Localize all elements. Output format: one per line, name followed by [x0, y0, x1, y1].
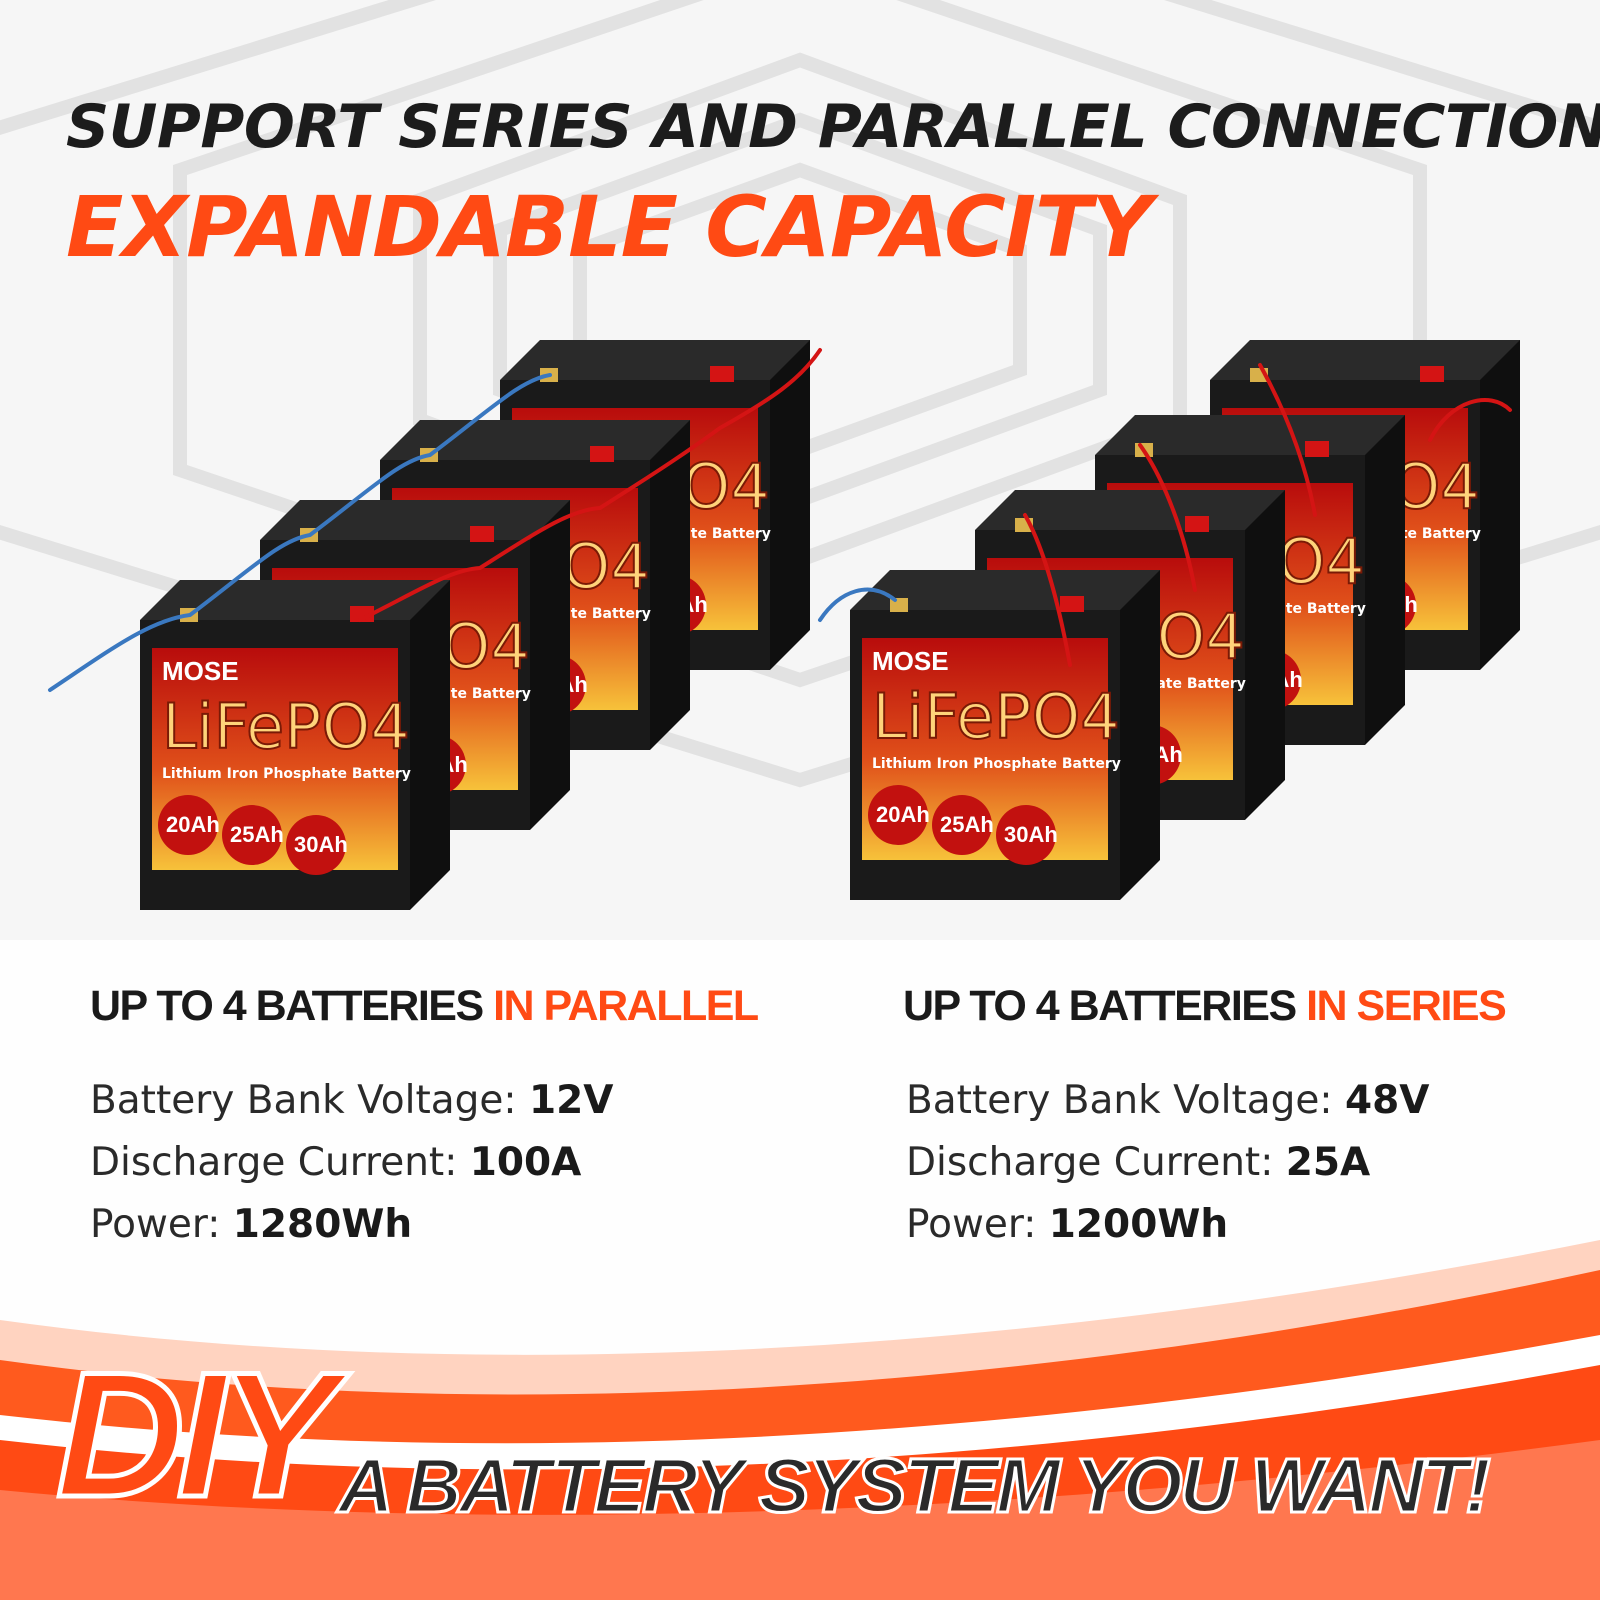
orange-swoosh-banner	[0, 1240, 1600, 1600]
page-subtitle: EXPANDABLE CAPACITY	[66, 178, 1152, 276]
series-spec-power: Power: 1200Wh	[906, 1202, 1229, 1247]
series-section-title: UP TO 4 BATTERIES IN SERIES	[903, 982, 1507, 1030]
parallel-spec-list: Battery Bank Voltage: 12V Discharge Curr…	[90, 1070, 613, 1256]
footer-tagline: A BATTERY SYSTEM YOU WANT!	[337, 1443, 1493, 1529]
series-spec-voltage: Battery Bank Voltage: 48V	[906, 1078, 1430, 1123]
parallel-spec-power: Power: 1280Wh	[90, 1202, 413, 1247]
parallel-spec-current: Discharge Current: 100A	[90, 1140, 582, 1185]
parallel-section-title: UP TO 4 BATTERIES IN PARALLEL	[90, 982, 759, 1030]
page-title: SUPPORT SERIES AND PARALLEL CONNECTION	[66, 92, 1600, 162]
battery-illustration: MOSE LiFePO4 Lithium Iron Phosphate Batt…	[48, 339, 1521, 911]
diy-heading: DIY	[54, 1335, 340, 1534]
parallel-spec-voltage: Battery Bank Voltage: 12V	[90, 1078, 614, 1123]
series-spec-current: Discharge Current: 25A	[906, 1140, 1371, 1185]
series-spec-list: Battery Bank Voltage: 48V Discharge Curr…	[906, 1070, 1429, 1256]
